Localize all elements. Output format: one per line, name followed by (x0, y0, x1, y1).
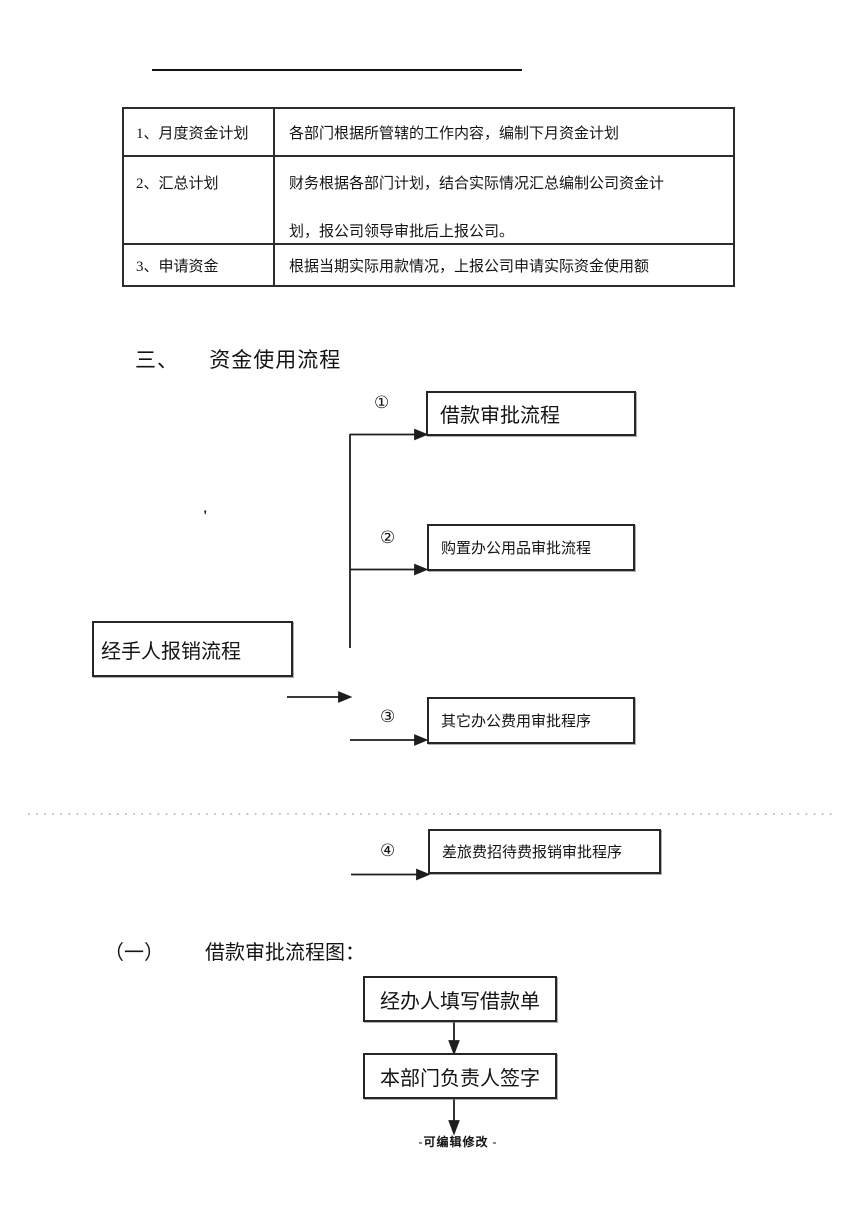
section-heading: 三、 资金使用流程 (135, 344, 341, 374)
flow-box-travel-entertainment: 差旅费招待费报销审批程序 (428, 829, 661, 874)
loan-arrow1-head (448, 1040, 460, 1056)
flow-box-handler-reimbursement: 经手人报销流程 (92, 621, 293, 677)
fund-plan-table: 1、月度资金计划 各部门根据所管辖的工作内容，编制下月资金计划 2、汇总计划 财… (122, 107, 735, 287)
source-arrowhead (338, 691, 353, 703)
table-row: 3、申请资金 根据当期实际用款情况，上报公司申请实际资金使用额 (124, 243, 733, 285)
flow-box-label: 差旅费招待费报销审批程序 (442, 845, 623, 861)
section-number: 三、 (135, 348, 179, 372)
branch3-number: ③ (380, 707, 396, 726)
cell-text: 2、汇总计划 (136, 176, 219, 192)
branch2-arrowhead (414, 563, 429, 576)
subsection-number: （一） (104, 942, 164, 964)
flow-box-label: 经办人填写借款单 (380, 990, 540, 1013)
flow-box-label: 本部门负责人签字 (380, 1067, 540, 1090)
cell-text: 财务根据各部门计划，结合实际情况汇总编制公司资金计 (289, 176, 665, 192)
cell-text: 划，报公司领导审批后上报公司。 (289, 224, 515, 240)
cell-text: 1、月度资金计划 (136, 125, 249, 142)
table-cell-text: 各部门根据所管辖的工作内容，编制下月资金计划 (275, 109, 733, 155)
flow-box-loan-approval: 借款审批流程 (426, 391, 636, 436)
branch1-number: ① (374, 393, 390, 412)
table-cell-text: 财务根据各部门计划，结合实际情况汇总编制公司资金计 划，报公司领导审批后上报公司… (275, 157, 733, 243)
cell-text: 各部门根据所管辖的工作内容，编制下月资金计划 (289, 125, 620, 142)
branch4-number: ④ (380, 841, 396, 860)
flow-box-label: 其它办公费用审批程序 (441, 714, 592, 730)
flow-box-fill-loan-form: 经办人填写借款单 (363, 976, 557, 1022)
loan-arrow2-head (448, 1120, 460, 1136)
branch2-number: ② (380, 528, 396, 547)
branch3-arrowhead (414, 734, 429, 746)
flow-box-label: 经手人报销流程 (101, 640, 241, 663)
table-row: 2、汇总计划 财务根据各部门计划，结合实际情况汇总编制公司资金计 划，报公司领导… (124, 155, 733, 243)
cell-text: 3、申请资金 (136, 258, 219, 275)
subsection-heading: （一） 借款审批流程图： (104, 936, 365, 965)
table-cell-label: 2、汇总计划 (124, 157, 275, 243)
flow-box-office-supplies: 购置办公用品审批流程 (427, 524, 635, 571)
stray-apostrophe-mark: ' (203, 508, 208, 525)
flow-box-label: 购置办公用品审批流程 (441, 541, 592, 557)
branch1-arrowhead (414, 428, 429, 441)
table-cell-label: 3、申请资金 (124, 245, 275, 285)
branch4-arrowhead (416, 868, 431, 881)
subsection-title: 借款审批流程图： (205, 942, 365, 964)
section-title: 资金使用流程 (209, 348, 342, 372)
flow-box-label: 借款审批流程 (440, 405, 560, 427)
table-cell-label: 1、月度资金计划 (124, 109, 275, 155)
horizontal-rule (152, 69, 522, 71)
table-cell-text: 根据当期实际用款情况，上报公司申请实际资金使用额 (275, 245, 733, 285)
cell-text: 根据当期实际用款情况，上报公司申请实际资金使用额 (289, 258, 650, 275)
editable-note-footer: -可编辑修改 - (418, 1135, 498, 1149)
flow-box-department-head-sign: 本部门负责人签字 (363, 1053, 557, 1099)
table-row: 1、月度资金计划 各部门根据所管辖的工作内容，编制下月资金计划 (124, 109, 733, 155)
flow-box-other-office-expense: 其它办公费用审批程序 (427, 697, 635, 744)
